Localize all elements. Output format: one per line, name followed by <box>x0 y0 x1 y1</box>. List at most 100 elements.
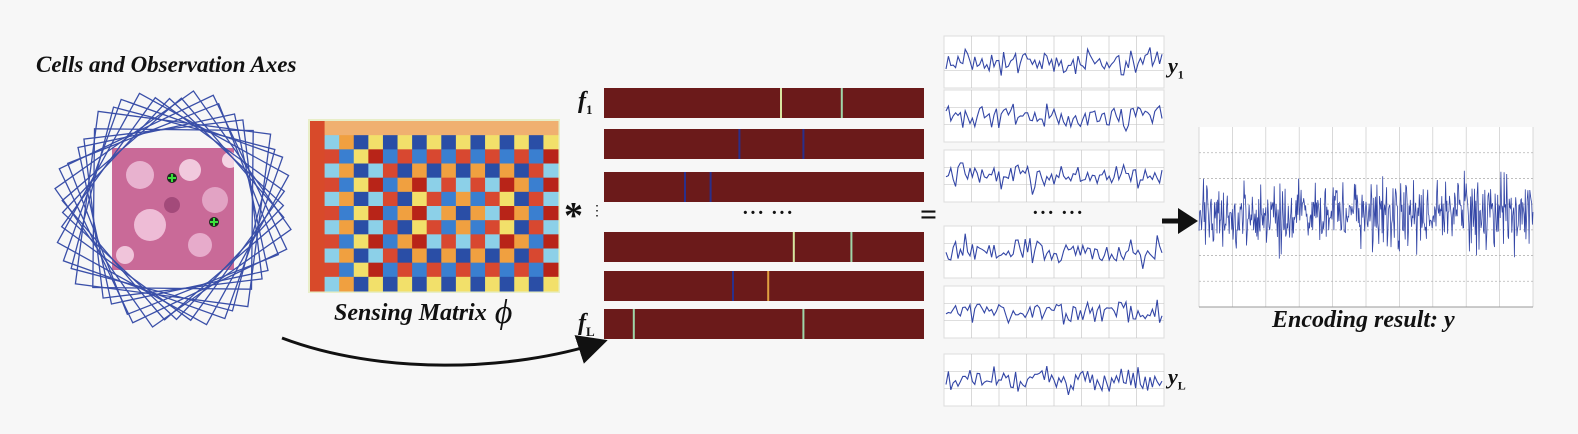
matrix-cell <box>310 177 326 193</box>
matrix-cell <box>543 234 559 249</box>
matrix-cell <box>368 248 384 264</box>
matrix-cell <box>339 206 355 221</box>
matrix-cell <box>499 177 515 193</box>
matrix-cell <box>514 248 530 264</box>
matrix-cell <box>339 262 355 278</box>
matrix-cell <box>382 191 399 207</box>
matrix-cell <box>368 149 384 164</box>
matrix-cell <box>412 206 428 221</box>
matrix-cell <box>470 262 486 278</box>
tissue-texture <box>116 152 234 264</box>
matrix-cell <box>543 121 559 136</box>
matrix-cell <box>426 191 442 207</box>
signal-trace <box>945 233 1163 269</box>
axis-square <box>83 119 263 299</box>
matrix-cell <box>514 276 530 292</box>
matrix-cell <box>426 276 442 292</box>
matrix-cell <box>470 276 486 292</box>
signal-trace <box>945 366 1163 396</box>
matrix-cell <box>455 149 471 164</box>
matrix-cell <box>528 262 544 278</box>
filter-bar <box>604 309 924 339</box>
filter-stripe <box>802 129 805 159</box>
matrix-cell <box>324 262 340 278</box>
matrix-cell <box>426 220 442 235</box>
matrix-cell <box>528 248 544 264</box>
filter-stripe <box>780 88 782 118</box>
matrix-cell <box>485 262 501 278</box>
matrix-cell <box>514 121 530 136</box>
matrix-cell <box>353 191 369 207</box>
observation-signals <box>943 35 1165 407</box>
f1-letter: f <box>578 88 586 114</box>
matrix-cell <box>514 191 530 207</box>
matrix-cell <box>339 177 355 193</box>
matrix-cell <box>499 121 515 136</box>
matrix-cell <box>412 234 428 249</box>
matrix-cell <box>543 149 559 164</box>
phi-symbol: ϕ <box>494 294 513 331</box>
matrix-cell <box>441 262 457 278</box>
fL-letter: f <box>578 310 586 336</box>
matrix-cell <box>441 276 457 292</box>
y1-letter: y <box>1168 53 1178 78</box>
matrix-cell <box>382 276 399 292</box>
matrix-cell <box>324 220 340 235</box>
matrix-cell <box>455 248 471 264</box>
matrix-cell <box>412 163 428 179</box>
matrix-cell <box>441 177 457 193</box>
axis-square <box>54 90 292 328</box>
matrix-cell <box>499 163 515 179</box>
axis-square <box>70 106 276 312</box>
matrix-cell <box>310 276 326 292</box>
matrix-cell <box>397 135 413 150</box>
matrix-cell <box>353 220 369 235</box>
axis-square <box>61 97 285 321</box>
curved-arrow <box>281 335 608 367</box>
signal-trace <box>945 103 1163 133</box>
matrix-cell <box>441 220 457 235</box>
matrix-cell <box>324 248 340 264</box>
matrix-cell <box>528 234 544 249</box>
matrix-cell <box>324 206 340 221</box>
matrix-cell <box>324 121 340 136</box>
axis-square <box>74 110 272 308</box>
matrix-cell <box>324 135 340 150</box>
matrix-cell <box>514 206 530 221</box>
matrix-cell <box>499 234 515 249</box>
matrix-cell <box>441 121 457 136</box>
f1-label: f1 <box>578 88 593 118</box>
matrix-cell <box>441 191 457 207</box>
matrix-cell <box>528 206 544 221</box>
matrix-cell <box>528 191 544 207</box>
encoding-result-title: Encoding result: y <box>1272 307 1455 333</box>
matrix-cell <box>470 149 486 164</box>
matrix-cell <box>382 177 399 193</box>
matrix-cell <box>382 121 399 136</box>
matrix-cell <box>470 206 486 221</box>
matrix-cell <box>339 191 355 207</box>
matrix-cell <box>310 234 326 249</box>
matrix-cell <box>353 262 369 278</box>
filter-stripe <box>792 232 795 262</box>
matrix-cell <box>514 149 530 164</box>
matrix-cell <box>499 206 515 221</box>
signal-trace <box>945 162 1163 195</box>
matrix-cell <box>485 135 501 150</box>
filter-bars <box>604 88 924 339</box>
axis-square <box>61 97 285 321</box>
matrix-cell <box>353 206 369 221</box>
matrix-cell <box>353 234 369 249</box>
matrix-cell <box>426 135 442 150</box>
matrix-cell <box>485 177 501 193</box>
matrix-cell <box>310 262 326 278</box>
matrix-cell <box>528 276 544 292</box>
matrix-cell <box>339 149 355 164</box>
matrix-cell <box>412 262 428 278</box>
matrix-cell <box>528 177 544 193</box>
matrix-cell <box>368 177 384 193</box>
matrix-cell <box>514 262 530 278</box>
matrix-cell <box>368 220 384 235</box>
